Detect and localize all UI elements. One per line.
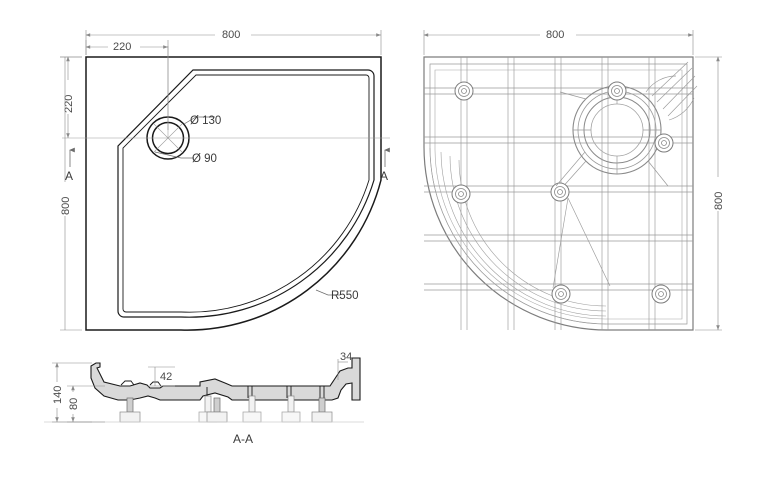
dim-rim-thickness-34: 34	[337, 351, 352, 380]
tray-basin-inner-offset	[122, 74, 370, 313]
dim-800-width-label: 800	[222, 29, 240, 41]
section-label-right: A	[380, 169, 388, 183]
section-mark-left: A	[65, 147, 75, 183]
dim-800-height-label-2: 800	[713, 192, 725, 210]
waste-outlet-hatch	[645, 61, 698, 121]
dim-height-800-right: 800	[695, 56, 725, 331]
foot	[651, 284, 671, 304]
tray-basin-outline	[117, 69, 375, 318]
dim-800-height-label: 800	[60, 197, 72, 215]
tray-outer-outline	[85, 56, 382, 331]
section-mark-right: A	[380, 147, 390, 183]
dia130-leader	[183, 116, 215, 125]
dim-text-bg	[61, 80, 75, 114]
foot	[551, 284, 571, 304]
dim-42-label: 42	[160, 371, 172, 383]
diagonal-stiffeners	[552, 151, 611, 289]
dim-220-x-label: 220	[113, 41, 131, 53]
foot	[550, 182, 570, 202]
dim-34-label: 34	[340, 351, 352, 363]
dim-foot-height-80: 80	[66, 385, 105, 423]
r550-label: R550	[331, 290, 359, 302]
section-feet-group	[119, 395, 333, 423]
section-label-left: A	[65, 169, 73, 183]
dim-drain-x-220: 220	[85, 39, 169, 130]
dim-text-bg	[711, 177, 725, 211]
dim-140-label: 140	[52, 386, 64, 404]
foot	[454, 81, 474, 101]
dim-text-bg	[540, 27, 576, 41]
dim-text-bg	[108, 39, 140, 53]
dim-drain-y-220: 220	[60, 56, 82, 138]
section-internal-ribs	[206, 386, 325, 398]
dim-text-bg	[50, 382, 64, 408]
underside-rim-offset-2	[434, 69, 683, 320]
dim-inner-step-42: 42	[148, 366, 175, 387]
dia90-leader	[154, 151, 194, 159]
section-lip-details	[120, 380, 162, 387]
dia90-label: Ø 90	[192, 153, 217, 165]
section-aa-view: 140 80 42 34 A-A	[44, 351, 364, 446]
dim-total-height-140: 140	[50, 362, 92, 423]
foot	[654, 133, 674, 153]
dim-width-800-top: 800	[85, 27, 382, 55]
underside-feet-group	[451, 81, 674, 304]
dim-800-width-label-2: 800	[546, 29, 564, 41]
dim-width-800-bottomview: 800	[423, 27, 694, 55]
section-caption: A-A	[233, 432, 253, 446]
section-profile-body	[90, 357, 361, 401]
top-plan-view: Ø 130 Ø 90 R550 800 220 220	[58, 27, 390, 331]
dim-220-y-label: 220	[63, 95, 75, 113]
dim-height-800-left: 800	[58, 56, 82, 331]
dim-text-bg	[215, 27, 251, 41]
foot	[607, 81, 627, 101]
foot	[451, 184, 471, 204]
dim-80-label: 80	[68, 398, 80, 410]
dim-text-bg	[66, 392, 80, 414]
bottom-plan-view: 800 800	[423, 27, 725, 331]
dim-text-bg	[58, 182, 72, 216]
r550-leader	[315, 289, 340, 296]
dia130-label: Ø 130	[190, 115, 221, 127]
